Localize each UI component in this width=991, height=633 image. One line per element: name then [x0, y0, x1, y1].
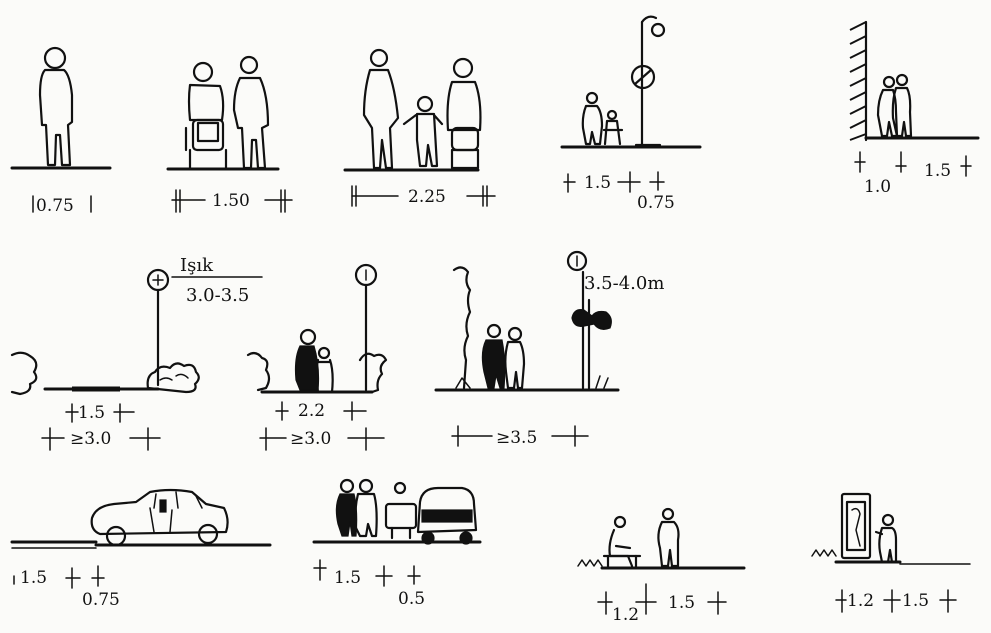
- dimension-1-5-and-3-0: 1.5 ≥3.0: [41, 403, 161, 451]
- person-icon: [891, 73, 913, 138]
- dimension-label: 1.5: [924, 161, 951, 181]
- street-lamp-icon: [354, 263, 378, 392]
- panel-people-with-tree-and-tall-lamp: 3.5-4.0m ≥3.5: [434, 250, 664, 448]
- panel-people-with-lamp-and-sign: 1.5 0.75: [560, 15, 702, 213]
- kiosk-icon: [840, 492, 872, 560]
- panel-single-person: 0.75: [10, 46, 112, 216]
- dimension-label: 1.5: [668, 593, 695, 613]
- lamp-height-label: 3.5-4.0m: [584, 273, 664, 294]
- shopping-cart-icon: [384, 481, 418, 540]
- person-icon: [294, 328, 320, 391]
- dimension-1-5-and-0-5: 1.5 0.5: [313, 559, 425, 609]
- light-height-label: 3.0-3.5: [186, 285, 249, 306]
- child-icon: [402, 95, 444, 168]
- wheelchair-icon: [184, 61, 228, 170]
- dimension-label: ≥3.5: [496, 428, 537, 448]
- child-icon: [602, 109, 624, 146]
- dimension-label: 1.5: [584, 173, 611, 193]
- panel-walkway-with-lamp-and-bushes: 1.5 ≥3.0: [10, 268, 200, 451]
- dimension-1-0-and-1-5: 1.0 1.5: [854, 151, 972, 197]
- person-icon: [504, 326, 526, 390]
- person-icon: [335, 478, 358, 537]
- dimension-label: 1.5: [20, 568, 47, 588]
- dimension-1-5-and-0-75: 1.5 0.75: [563, 171, 675, 213]
- panel-family-with-stroller: 2.25: [343, 48, 496, 207]
- light-label: Işık: [180, 255, 214, 276]
- panel-people-beside-wall: 1.0 1.5: [849, 20, 980, 197]
- dimension-3-5: ≥3.5: [451, 425, 589, 448]
- dimension-2-2-and-3-0: 2.2 ≥3.0: [259, 401, 385, 451]
- dimension-label: 2.25: [408, 187, 446, 207]
- person-icon: [657, 507, 680, 568]
- dimension-2-25: 2.25: [351, 185, 496, 207]
- panel-people-with-cart-and-car: 1.5 0.5: [312, 478, 482, 609]
- bush-icon: [246, 351, 271, 392]
- dimension-0-75: 0.75: [32, 195, 92, 216]
- dimension-label: 1.50: [212, 191, 250, 211]
- dimension-label: 1.5: [334, 568, 361, 588]
- dimension-1-2-and-1-5: 1.2 1.5: [835, 589, 957, 613]
- person-icon: [38, 46, 74, 167]
- person-icon: [354, 478, 378, 538]
- dimension-label: 0.75: [637, 193, 675, 213]
- bush-icon: [10, 351, 38, 396]
- dimension-label: 1.2: [612, 605, 639, 625]
- dimension-1-2-and-1-5: 1.2 1.5: [597, 583, 727, 625]
- dimension-label: 0.5: [398, 589, 425, 609]
- bush-icon: [358, 352, 388, 394]
- person-icon: [581, 91, 604, 146]
- dimension-label: 1.5: [78, 403, 105, 423]
- wall-icon: [849, 20, 868, 142]
- dimension-label: ≥3.0: [70, 429, 111, 449]
- grass-strip: [577, 559, 603, 567]
- tree-icon: [452, 266, 472, 390]
- dimension-1-50: 1.50: [171, 189, 293, 213]
- dimension-1-5-and-0-75: 1.5 0.75: [13, 565, 120, 610]
- child-icon: [315, 346, 334, 394]
- no-entry-sign-icon: [630, 64, 656, 90]
- car-icon: [90, 488, 229, 547]
- dimension-label: 1.0: [864, 177, 891, 197]
- person-icon: [232, 55, 270, 170]
- street-lamp-icon: [634, 15, 666, 147]
- dimension-label: 0.75: [36, 196, 74, 216]
- panel-wheelchair-and-person: 1.50: [166, 55, 293, 213]
- dimension-label: 2.2: [298, 401, 325, 421]
- person-icon: [874, 513, 898, 564]
- car-icon: [416, 486, 478, 545]
- dimension-label: 0.75: [82, 590, 120, 610]
- panel-walkway-beside-parked-car: 1.5 0.75: [10, 488, 272, 610]
- stroller-icon: [446, 57, 482, 170]
- street-lamp-icon: [566, 250, 612, 390]
- bush-icon: [146, 362, 200, 394]
- panel-people-between-bushes-with-lamp: 2.2 ≥3.0: [246, 263, 388, 451]
- dimension-label: 1.2: [847, 591, 874, 611]
- bench-icon: [602, 515, 642, 570]
- panel-bench-with-seated-person: 1.2 1.5: [577, 507, 746, 625]
- grass-strip: [811, 549, 837, 557]
- light-annotation: Işık 3.0-3.5: [171, 255, 263, 306]
- person-icon: [362, 48, 400, 170]
- dimension-label: 1.5: [902, 591, 929, 611]
- person-icon: [481, 323, 506, 389]
- dimension-label: ≥3.0: [290, 429, 331, 449]
- panel-kiosk-with-person: 1.2 1.5: [811, 492, 971, 613]
